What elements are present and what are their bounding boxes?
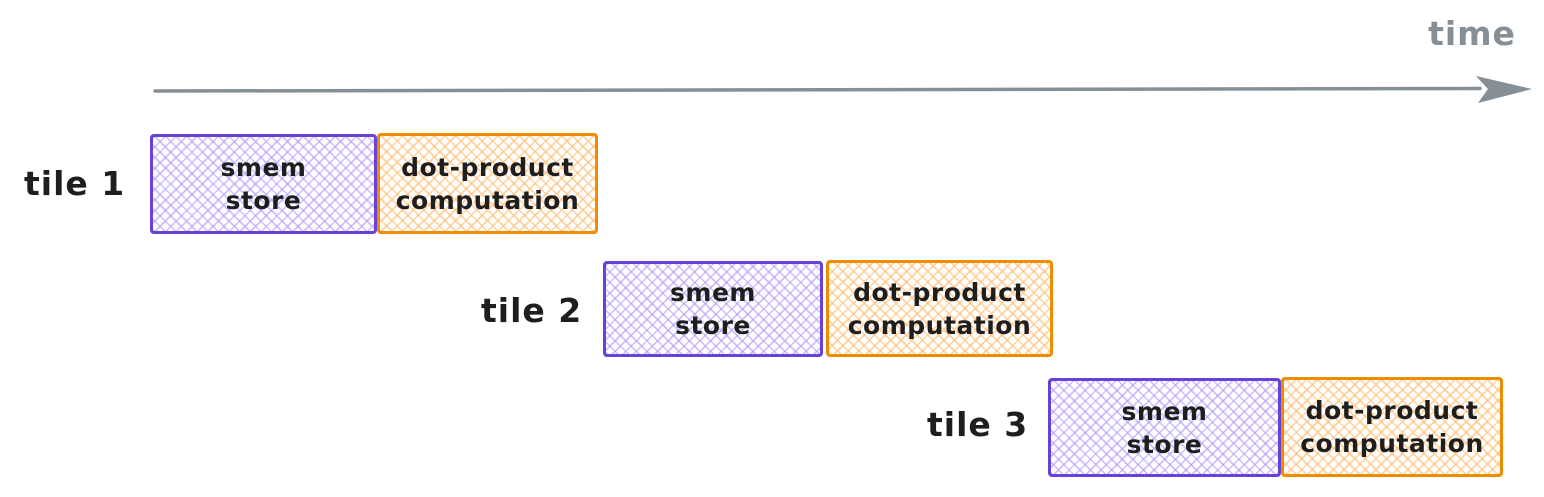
tile-1-smem-store-block: smem store — [150, 134, 377, 234]
tile-3-label: tile 3 — [927, 405, 1029, 444]
tile-3-dot-product-block: dot-product computation — [1281, 377, 1503, 477]
smem-store-text-line1: smem — [1121, 396, 1208, 426]
smem-store-text-line2: store — [675, 311, 751, 340]
dot-product-text-line1: dot-product — [853, 277, 1026, 307]
smem-store-text-line2: store — [1126, 429, 1203, 459]
tile-1-label: tile 1 — [24, 164, 126, 203]
smem-store-text-line1: smem — [670, 278, 756, 307]
smem-store-text-line1: smem — [220, 153, 307, 182]
dot-product-text-line2: computation — [847, 310, 1032, 340]
tile-2-label: tile 2 — [481, 291, 583, 330]
time-axis-arrow-icon — [153, 76, 1532, 103]
dot-product-text-line2: computation — [395, 185, 580, 215]
dot-product-text-line1: dot-product — [1305, 396, 1479, 425]
smem-store-text-line2: store — [225, 186, 302, 215]
tile-3-smem-store-block: smem store — [1048, 378, 1281, 477]
tile-2-smem-store-block: smem store — [603, 261, 823, 357]
tile-1-dot-product-block: dot-product computation — [377, 133, 598, 234]
time-axis-label: time — [1428, 14, 1516, 53]
dot-product-text-line1: dot-product — [401, 152, 574, 182]
dot-product-text-line2: computation — [1300, 429, 1484, 458]
tile-2-dot-product-block: dot-product computation — [826, 260, 1053, 357]
